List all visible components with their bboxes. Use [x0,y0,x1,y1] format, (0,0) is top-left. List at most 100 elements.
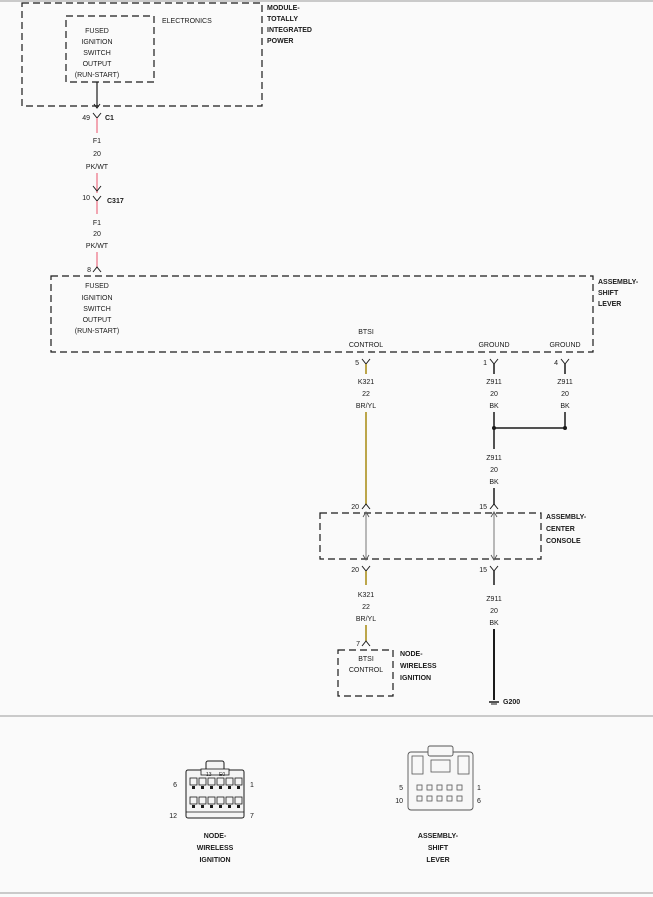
pin-number: 1 [250,782,254,789]
pin-cavity [225,777,234,786]
connector-caption: IGNITION [199,857,230,864]
connector-caret-icon [361,503,371,510]
pin-cavity [456,784,463,791]
pin-number: 6 [173,782,177,789]
pin-cavity [189,796,198,805]
wire-k321-color: BR/YL [356,616,376,623]
arrow-icon [362,511,370,561]
pin-cavity [234,777,243,786]
wire-k321-gauge: 22 [362,391,370,398]
pin-number: 1 [477,785,481,792]
pin-cavity [416,795,423,802]
connector-c1: 49 C1 [82,112,114,122]
shift-btsi-label: BTSI [358,329,374,336]
connector-marking: E0 [219,772,225,778]
c317-name: C317 [107,198,124,205]
connector-v-icon [361,565,371,572]
connector-view-shift-lever: 5 1 10 6 ASSEMBLY- SHIFT LEVER [395,745,481,864]
pin-cavity [225,796,234,805]
pin-number: 6 [477,798,481,805]
pin-cavity [234,796,243,805]
console-left-top-pin: 20 [351,504,359,511]
shift-fused-label: (RUN-START) [75,328,119,335]
splice-dot [563,426,567,430]
wire-f1-color: PK/WT [86,164,109,171]
tipm-pin-label: FUSED [85,28,109,35]
pin-terminal [210,805,213,808]
splice-dot [492,426,496,430]
connector-caption: LEVER [426,857,449,864]
wire-z911-color: BK [489,479,499,486]
pin-terminal [219,805,222,808]
wire-f1-color: PK/WT [86,243,109,250]
pin-cavity [198,777,207,786]
shift-lever-name: ASSEMBLY- [598,279,639,286]
tipm-name: INTEGRATED [267,27,312,34]
wireless-btsi-label: BTSI [358,656,374,663]
wire-f1-circuit: F1 [93,138,101,145]
shift-btsi-label: CONTROL [349,342,383,349]
center-console-outline [319,512,542,560]
shift-fused-label: OUTPUT [83,317,113,324]
wire-z911-gauge: 20 [490,391,498,398]
pin-number: 12 [169,813,177,820]
wire-z911-circuit: Z911 [486,455,502,462]
wireless-ignition-name: WIRELESS [400,663,437,670]
tipm-pin-label: SWITCH [83,50,111,57]
shift-lever-name: LEVER [598,301,621,308]
console-right-top-pin: 15 [479,504,487,511]
shift-ground-label: GROUND [478,342,509,349]
pin-terminal [228,786,231,789]
shift-btsi-pin: 5 [355,360,359,367]
shift-ground2-pin: 4 [554,360,558,367]
pin-terminal [237,786,240,789]
shift-ground1-pin: 1 [483,360,487,367]
pin-cavity [446,795,453,802]
arrow-icon [490,511,498,561]
connector-v-icon [489,565,499,572]
pin-cavity [456,795,463,802]
wire-k321-gauge: 22 [362,604,370,611]
pin-terminal [219,786,222,789]
pin-terminal [228,805,231,808]
electronics-label: ELECTRONICS [162,18,212,25]
shift-fused-label: IGNITION [81,295,112,302]
connector-caption: ASSEMBLY- [418,833,459,840]
wire-z911-color: BK [489,620,499,627]
center-console-name: CENTER [546,526,575,533]
connector-key [457,755,470,775]
wire-z911-circuit: Z911 [486,379,502,386]
wire-z911-color: BK [560,403,570,410]
connector-caption: SHIFT [428,845,449,852]
tipm-pin-label: OUTPUT [83,61,113,68]
console-left-bottom-pin: 20 [351,567,359,574]
ground-g200: G200 [489,699,520,706]
pin-cavity [426,784,433,791]
pin-number: 10 [395,798,403,805]
tipm-outline [21,2,263,107]
c317-pin: 10 [82,195,90,202]
connector-v-icon [361,358,371,365]
wire-z911-circuit: Z911 [557,379,573,386]
shift-fused-pin: 8 [87,267,91,274]
pin-terminal [192,786,195,789]
node-wireless-ignition: BTSI CONTROL NODE- WIRELESS IGNITION [337,649,437,697]
connector-caret-icon [92,266,102,273]
connector-v-icon [92,112,102,119]
wire-f1-gauge: 20 [93,151,101,158]
tipm-name: TOTALLY [267,16,298,23]
connector-v-icon [92,195,102,202]
pin-cavity [207,777,216,786]
pin-number: 7 [250,813,254,820]
wire-f1-circuit: F1 [93,220,101,227]
wire-z911-color: BK [489,403,499,410]
electronics-box [65,15,155,83]
connector-view-wireless-ignition: 13 E0 [169,760,254,864]
wireless-btsi-label: CONTROL [349,667,383,674]
connector-c317: 10 C317 [82,185,124,205]
pin-terminal [210,786,213,789]
wire-k321-circuit: K321 [358,379,374,386]
pin-cavity [207,796,216,805]
pin-cavity [416,784,423,791]
pin-row [189,777,243,789]
